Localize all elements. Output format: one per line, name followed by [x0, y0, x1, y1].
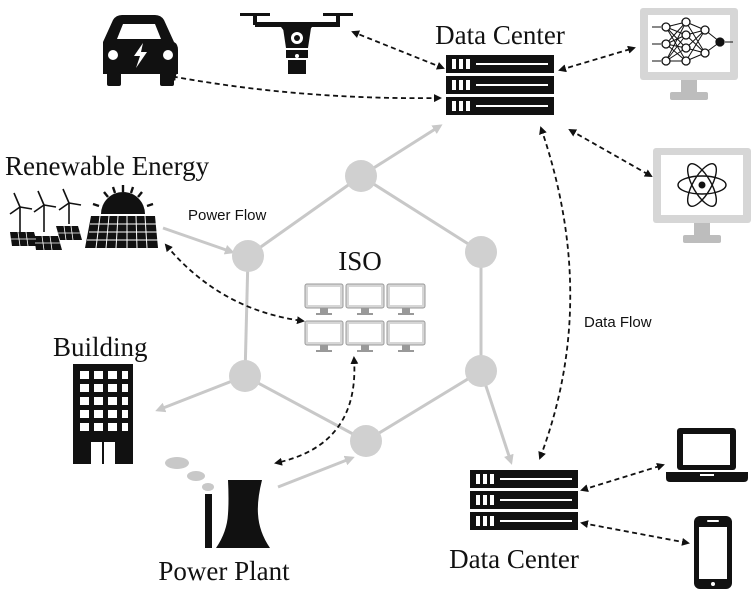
iso-label: ISO: [338, 246, 382, 276]
drone-icon: [240, 13, 353, 74]
electric-car-icon: [103, 15, 178, 86]
grid-edge: [360, 174, 482, 254]
data-link-datacenters: [538, 126, 572, 460]
data-link-atom-monitor: [568, 129, 653, 177]
wind-turbines-icon: [9, 188, 82, 251]
data-link-iso-plant: [274, 356, 359, 466]
power-flow-from-renewable-arrow: [162, 226, 235, 255]
data-link-renewable-iso: [164, 243, 305, 325]
data-link-nn-monitor: [558, 45, 636, 73]
grid-node: [345, 160, 377, 192]
grid-edge: [243, 255, 250, 377]
server-rack-icon: [470, 470, 578, 530]
laptop-icon: [666, 428, 748, 482]
grid-edge: [247, 174, 362, 258]
power-flow-label: Power Flow: [188, 207, 267, 224]
grid-node: [232, 240, 264, 272]
data-link-phone: [580, 520, 690, 546]
data-link-laptop: [580, 462, 665, 493]
building-label: Building: [53, 332, 148, 362]
power-flow-from-plant-arrow: [277, 455, 355, 489]
grid-node: [465, 236, 497, 268]
renewable-energy-label: Renewable Energy: [5, 151, 210, 181]
solar-panel-icon: [85, 185, 158, 249]
data-link-drone: [351, 30, 445, 70]
data-center-bottom-label: Data Center: [449, 544, 579, 574]
server-rack-icon: [446, 55, 554, 115]
grid-edge: [365, 369, 482, 443]
power-plant-label: Power Plant: [158, 556, 290, 586]
data-center-top-label: Data Center: [435, 20, 565, 50]
grid-node: [229, 360, 261, 392]
neural-network-monitor-icon: [640, 8, 738, 100]
smartphone-icon: [694, 516, 732, 589]
atom-monitor-icon: [653, 148, 751, 243]
data-flow-links: [164, 30, 690, 546]
grid-node: [465, 355, 497, 387]
building-icon: [73, 364, 133, 464]
data-link-car: [168, 73, 442, 103]
power-plant-icon: [165, 457, 270, 548]
grid-node: [350, 425, 382, 457]
data-flow-label: Data Flow: [584, 314, 652, 331]
iso-monitor-grid-icon: [304, 283, 426, 353]
